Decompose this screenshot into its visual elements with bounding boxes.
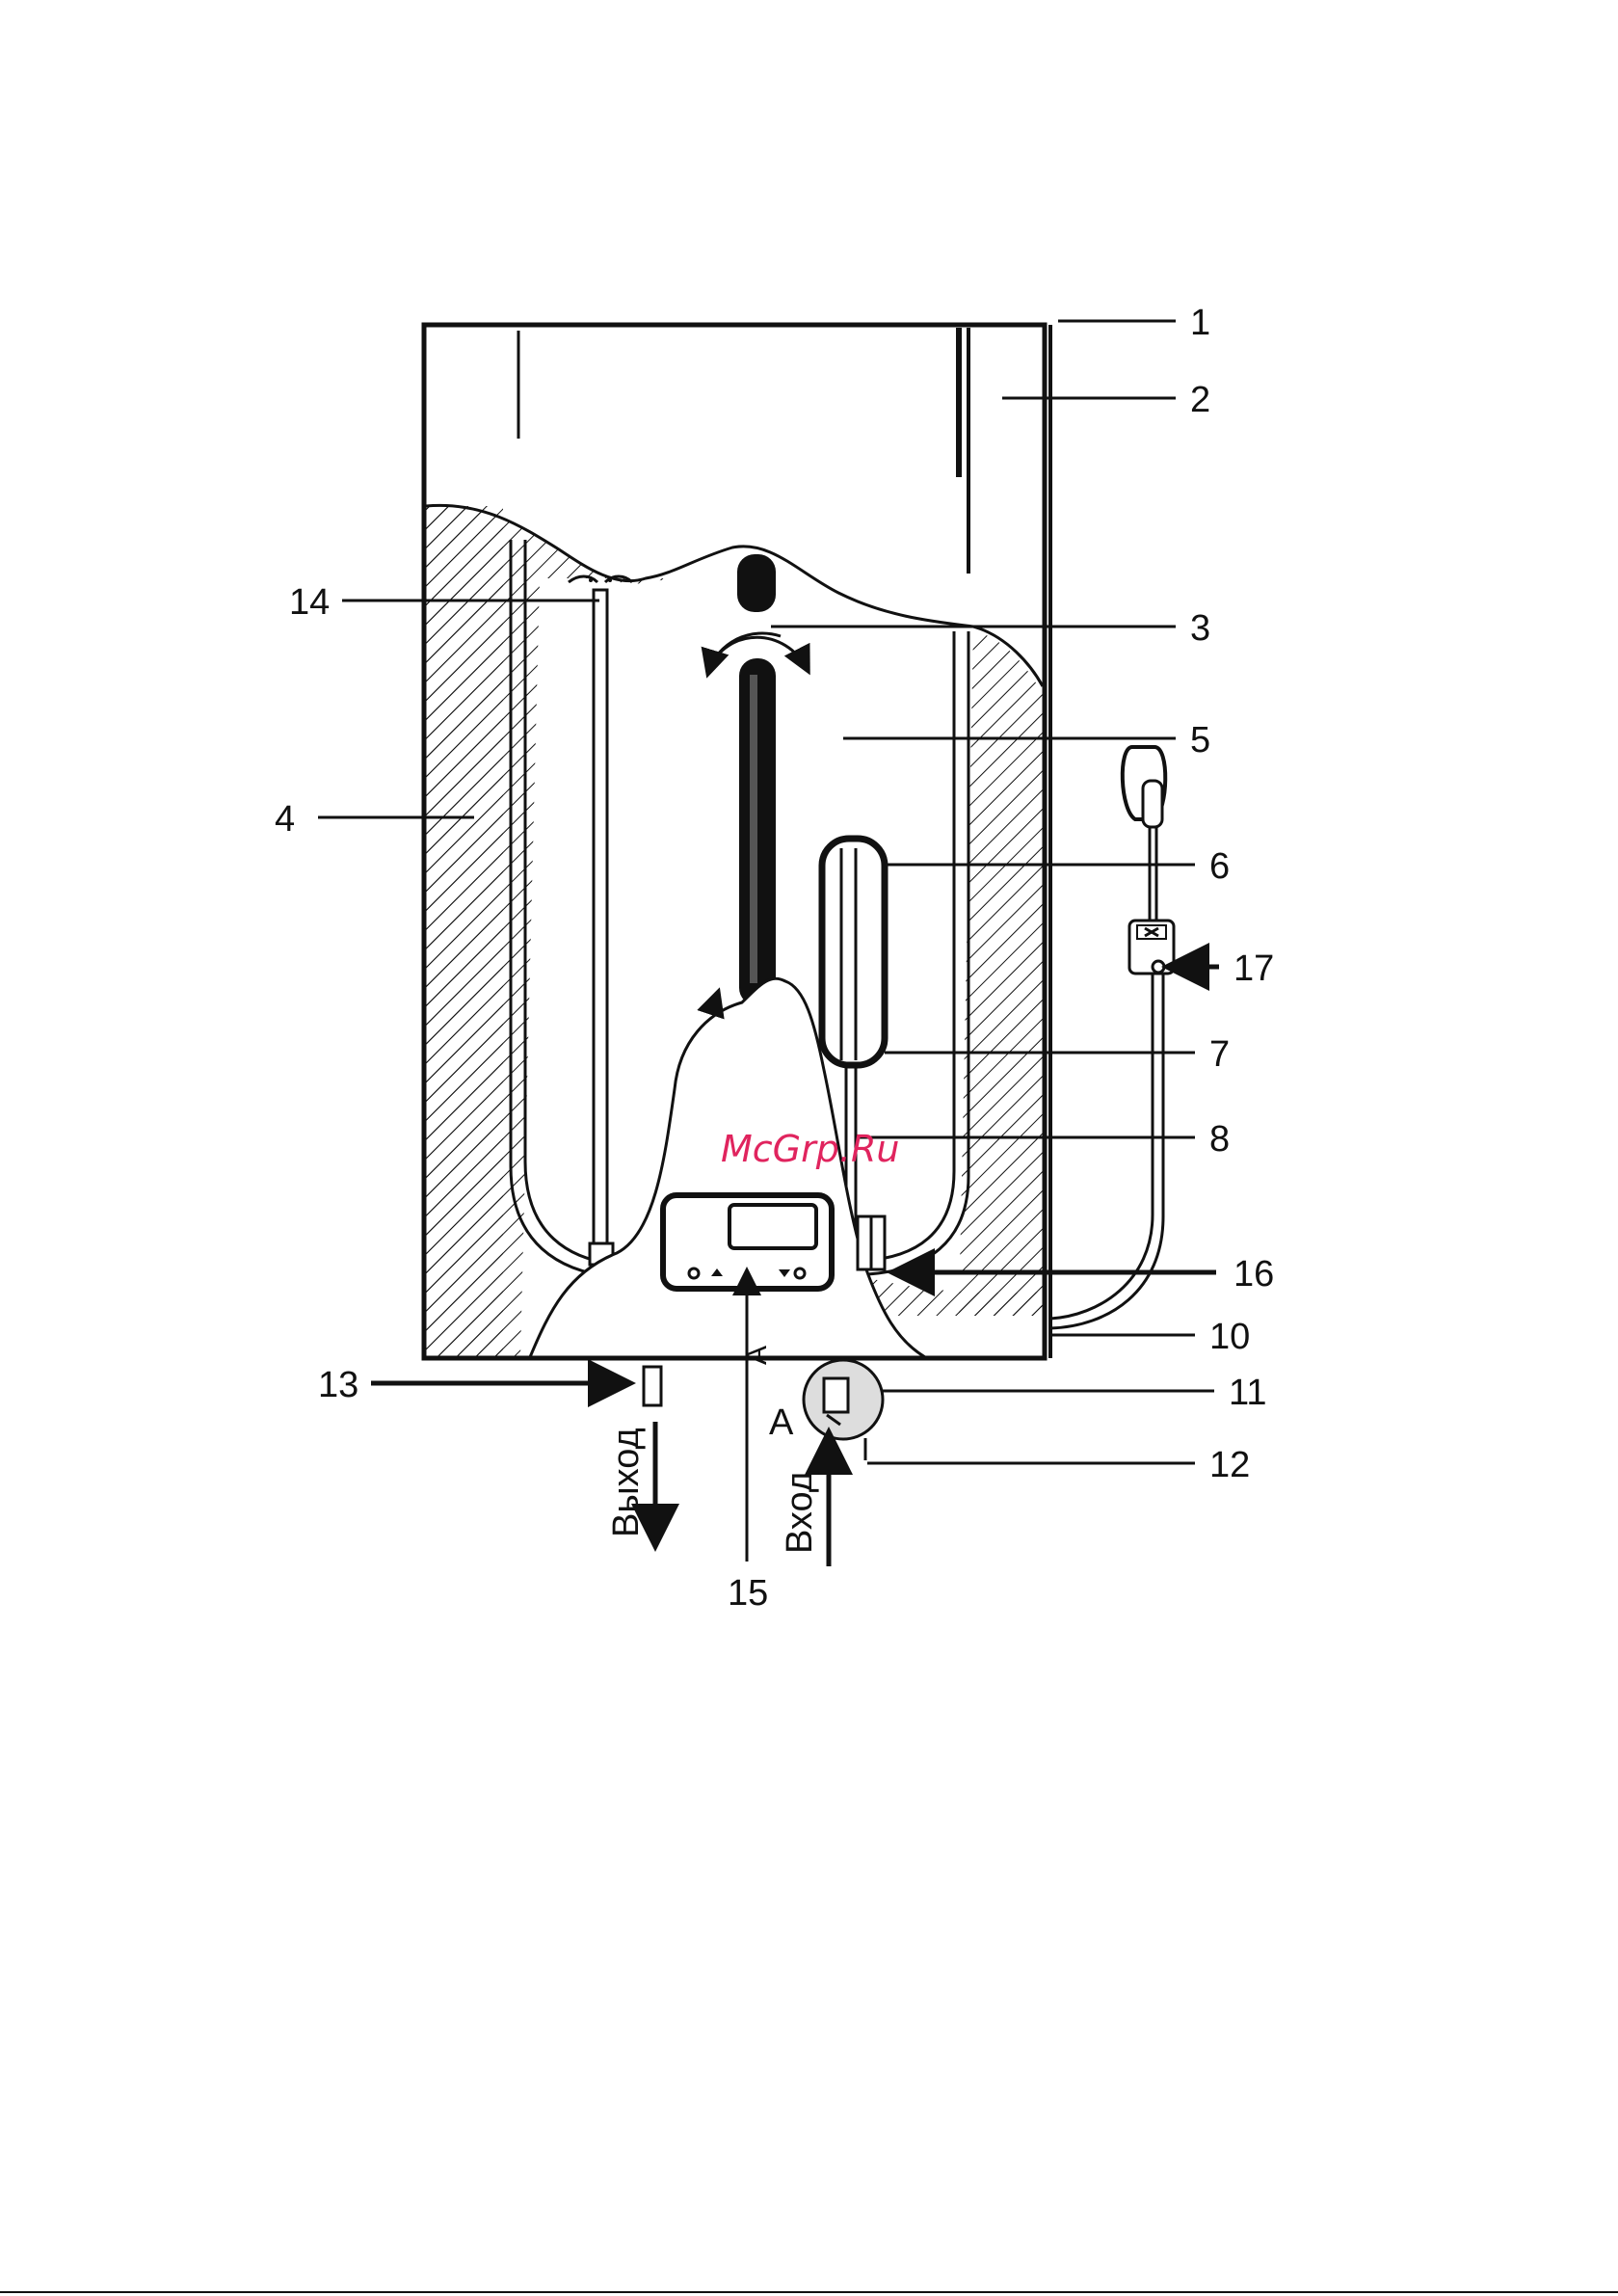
callout-17: 17: [1233, 948, 1274, 989]
hot-water-pipe: [569, 576, 632, 1322]
outlet-fitting: [644, 1367, 661, 1405]
drain-fitting: [858, 1216, 885, 1269]
outlet-label: Выход: [606, 1428, 647, 1537]
inlet-valve: [804, 1360, 883, 1460]
watermark: McGrp.Ru: [721, 1128, 899, 1170]
power-cord: [1050, 747, 1174, 1328]
callout-16: 16: [1233, 1254, 1274, 1295]
callout-8: 8: [1209, 1119, 1230, 1160]
callout-2: 2: [1190, 380, 1210, 420]
callout-7: 7: [1209, 1034, 1230, 1075]
inlet-label: Вход: [780, 1471, 820, 1554]
callout-12: 12: [1209, 1445, 1250, 1485]
callout-5: 5: [1190, 720, 1210, 761]
callout-3: 3: [1190, 608, 1210, 649]
callout-13: 13: [318, 1365, 358, 1405]
callout-11: 11: [1229, 1373, 1266, 1413]
callout-4: 4: [275, 799, 295, 840]
callout-10: 10: [1209, 1317, 1250, 1357]
callout-15: 15: [728, 1573, 768, 1614]
callout-1: 1: [1190, 303, 1210, 343]
heating-element: [708, 554, 808, 1005]
callout-6: 6: [1209, 846, 1230, 887]
view-a-arrow-label: A: [741, 1346, 773, 1365]
callout-14: 14: [289, 582, 330, 623]
view-a-label: A: [769, 1402, 794, 1443]
